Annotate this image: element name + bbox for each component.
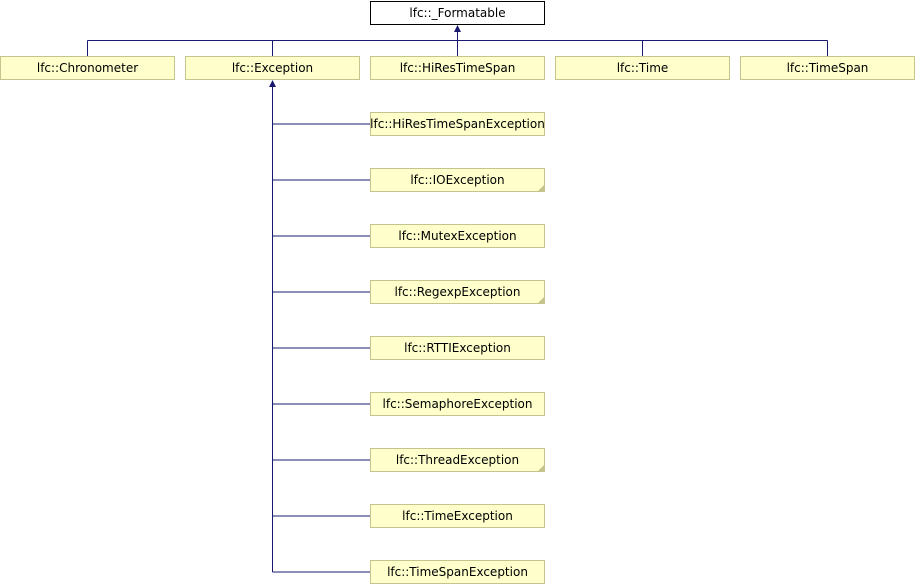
class-node-timespanexception[interactable]: lfc::TimeSpanException [370, 560, 545, 584]
class-label: lfc::TimeException [402, 509, 513, 523]
inheritance-arrowhead [454, 25, 461, 32]
node-box [370, 280, 545, 304]
has-subclasses-marker [538, 185, 544, 191]
node-box [370, 1, 545, 25]
has-subclasses-marker [538, 297, 544, 303]
class-node-hirestimespan[interactable]: lfc::HiResTimeSpan [370, 56, 545, 80]
class-label: lfc::TimeSpan [787, 61, 869, 75]
node-box [370, 112, 545, 136]
class-node-ioexception[interactable]: lfc::IOException [370, 168, 545, 192]
inheritance-edges [87, 25, 828, 573]
class-label: lfc::ThreadException [396, 453, 519, 467]
class-node-chronometer[interactable]: lfc::Chronometer [0, 56, 175, 80]
node-box [370, 336, 545, 360]
class-label: lfc::RTTIException [404, 341, 511, 355]
class-node-semaphoreexception[interactable]: lfc::SemaphoreException [370, 392, 545, 416]
node-box [185, 56, 360, 80]
class-node-mutexexception[interactable]: lfc::MutexException [370, 224, 545, 248]
node-box [370, 168, 545, 192]
class-node-timeexception[interactable]: lfc::TimeException [370, 504, 545, 528]
class-label: lfc::SemaphoreException [383, 397, 533, 411]
class-node-rttiexception[interactable]: lfc::RTTIException [370, 336, 545, 360]
class-node-regexpexception[interactable]: lfc::RegexpException [370, 280, 545, 304]
class-label: lfc::TimeSpanException [387, 565, 528, 579]
node-box [555, 56, 730, 80]
class-label: lfc::HiResTimeSpanException [370, 117, 545, 131]
class-node-hirestimespanexception[interactable]: lfc::HiResTimeSpanException [370, 112, 545, 136]
inheritance-arrowhead [269, 80, 276, 87]
class-node-timespan[interactable]: lfc::TimeSpan [740, 56, 915, 80]
class-label: lfc::Chronometer [37, 61, 138, 75]
class-label: lfc::Exception [232, 61, 313, 75]
class-label: lfc::Time [617, 61, 669, 75]
node-box [370, 392, 545, 416]
class-label: lfc::RegexpException [395, 285, 521, 299]
node-box [370, 224, 545, 248]
class-node-formatable[interactable]: lfc::_Formatable [370, 1, 545, 25]
node-box [370, 56, 545, 80]
class-node-threadexception[interactable]: lfc::ThreadException [370, 448, 545, 472]
node-box [370, 504, 545, 528]
has-subclasses-marker [538, 465, 544, 471]
class-node-exception[interactable]: lfc::Exception [185, 56, 360, 80]
class-label: lfc::_Formatable [409, 6, 505, 20]
class-label: lfc::IOException [410, 173, 504, 187]
node-box [370, 448, 545, 472]
class-node-time[interactable]: lfc::Time [555, 56, 730, 80]
class-label: lfc::HiResTimeSpan [400, 61, 516, 75]
node-box [0, 56, 175, 80]
class-label: lfc::MutexException [398, 229, 516, 243]
